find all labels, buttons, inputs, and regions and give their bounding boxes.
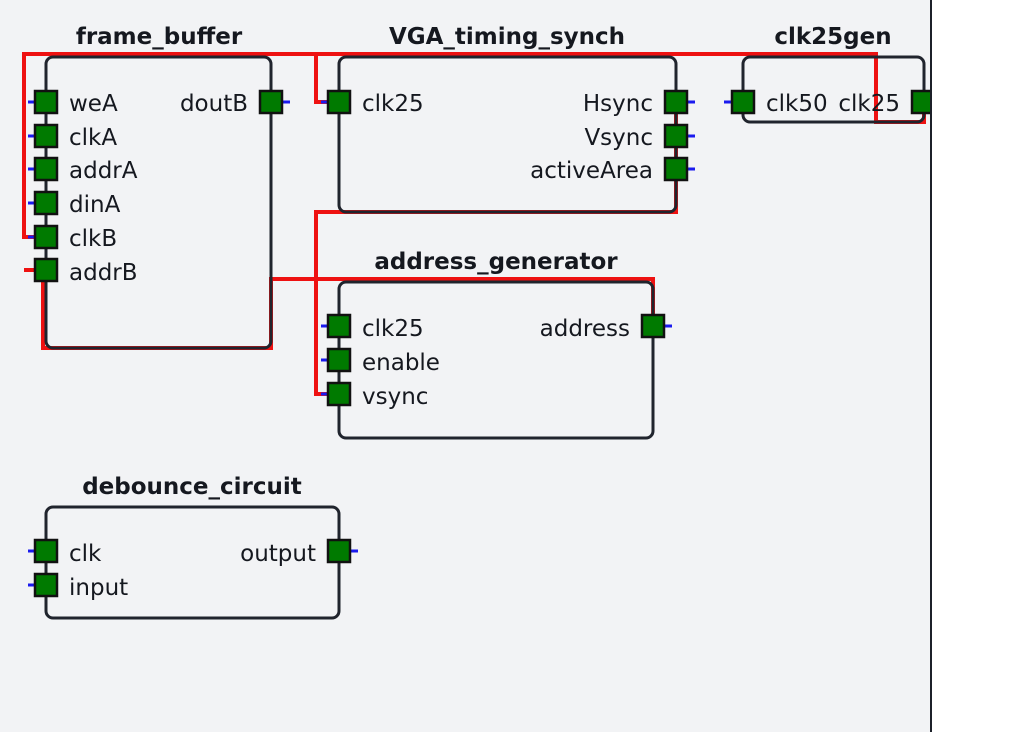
canvas-divider [930,0,932,732]
port-in-enable[interactable]: enable [321,347,440,376]
pin-connector[interactable] [33,89,59,115]
pin-connector[interactable] [33,156,59,182]
module-frame-buffer[interactable]: frame_buffer weA clkA addrA dinA [28,24,290,350]
pin-connector[interactable] [910,89,930,115]
port-out-doutB[interactable]: doutB [180,89,290,117]
port-label: doutB [180,91,248,117]
port-label: clk [69,541,102,567]
module-debounce-circuit[interactable]: debounce_circuit clk input output [28,474,358,620]
port-label: vsync [362,384,428,410]
module-box[interactable] [741,55,926,124]
port-in-clk25[interactable]: clk25 [321,313,424,342]
port-in-clkB[interactable]: clkB [28,224,117,252]
pin-connector[interactable] [326,381,352,407]
port-in-weA[interactable]: weA [28,89,118,117]
port-label: addrA [69,158,138,184]
port-label: weA [69,91,118,117]
port-label: dinA [69,192,121,218]
port-out-Vsync[interactable]: Vsync [584,123,695,151]
pin-connector[interactable] [33,123,59,149]
port-label: Hsync [583,91,653,117]
port-out-Hsync[interactable]: Hsync [583,89,695,117]
pin-connector[interactable] [326,89,352,115]
port-out-output[interactable]: output [240,538,358,567]
port-label: output [240,541,316,567]
pin-connector[interactable] [326,313,352,339]
pin-connector[interactable] [258,89,284,115]
port-in-vsync[interactable]: vsync [321,381,428,410]
port-out-address[interactable]: address [540,313,672,342]
port-label: input [69,575,128,601]
pin-connector[interactable] [663,123,689,149]
module-title: frame_buffer [76,24,243,50]
module-address-generator[interactable]: address_generator clk25 enable vsync add [321,249,672,440]
pin-connector[interactable] [326,347,352,373]
pin-connector[interactable] [33,257,59,283]
port-in-dinA[interactable]: dinA [28,190,121,218]
wire-clk25-net[interactable] [22,52,926,239]
module-title: address_generator [374,249,618,275]
port-in-clk[interactable]: clk [28,538,102,567]
port-label: addrB [69,260,138,286]
modules-layer: frame_buffer weA clkA addrA dinA [28,24,930,620]
pin-connector[interactable] [33,224,59,250]
module-title: VGA_timing_synch [389,24,625,50]
module-title: clk25gen [774,24,891,50]
port-in-clk50[interactable]: clk50 [724,89,828,117]
module-clk25gen[interactable]: clk25gen clk50 clk25 [724,24,930,124]
port-in-clk25[interactable]: clk25 [321,89,424,117]
port-out-clk25[interactable]: clk25 [838,89,930,117]
pin-connector[interactable] [326,538,352,564]
module-title: debounce_circuit [82,474,302,500]
port-label: clk25 [362,316,424,342]
port-label: clk25 [362,91,424,117]
pin-connector[interactable] [33,538,59,564]
pin-connector[interactable] [663,156,689,182]
pin-connector[interactable] [640,313,666,339]
port-in-addrA[interactable]: addrA [28,156,138,184]
port-label: clkA [69,125,117,151]
pin-connector[interactable] [730,89,756,115]
port-label: activeArea [530,158,653,184]
port-in-clkA[interactable]: clkA [28,123,117,151]
port-out-activeArea[interactable]: activeArea [530,156,695,184]
port-label: Vsync [584,125,653,151]
port-label: clk50 [766,91,828,117]
port-label: clk25 [838,91,900,117]
pin-connector[interactable] [33,190,59,216]
port-label: clkB [69,226,117,252]
pin-connector[interactable] [33,572,59,598]
port-in-addrB[interactable]: addrB [33,257,138,286]
port-label: enable [362,350,440,376]
port-in-input[interactable]: input [28,572,128,601]
pin-connector[interactable] [663,89,689,115]
module-vga-timing-synch[interactable]: VGA_timing_synch clk25 Hsync Vsync activ [321,24,695,214]
port-label: address [540,316,630,342]
schematic-svg: frame_buffer weA clkA addrA dinA [22,24,930,620]
